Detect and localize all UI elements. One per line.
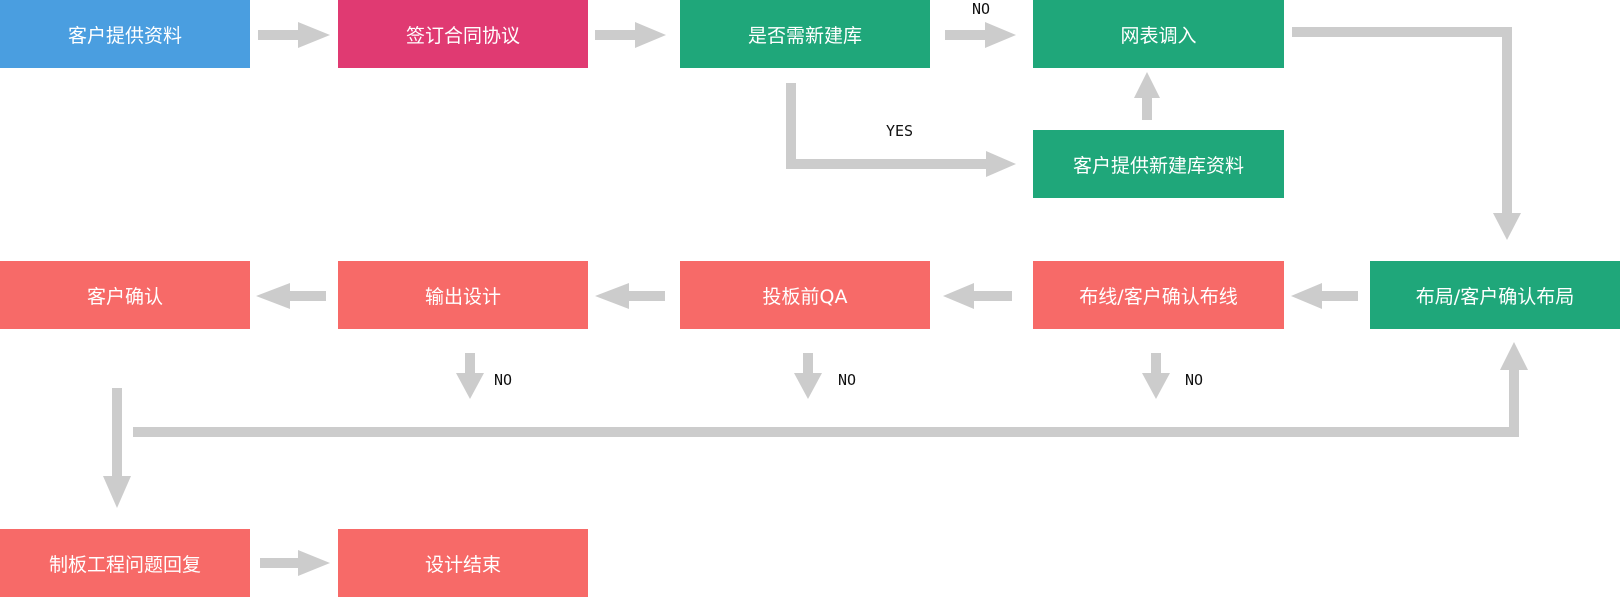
node-label: 布线/客户确认布线 [1079,285,1238,308]
node-label: 客户提供新建库资料 [1072,154,1244,177]
label-no-new-lib: NO [972,0,991,18]
node-layout-confirm: 布局/客户确认布局 [1370,261,1620,329]
node-output-design: 输出设计 [338,261,588,329]
arrow-output-no-down [456,353,484,399]
arrow-decision-no-to-netlist [945,22,1016,48]
arrow-return-to-layout [133,342,1528,437]
node-fab-reply: 制板工程问题回复 [0,529,250,597]
arrow-decision-yes-to-newlib [786,83,1016,177]
arrow-newlib-to-netlist [1134,72,1160,120]
arrow-fab-to-end [260,550,330,576]
node-label: 设计结束 [424,553,501,576]
node-need-new-lib: 是否需新建库 [680,0,930,68]
arrow-customer-to-contract [258,22,330,48]
node-label: 网表调入 [1120,24,1197,47]
label-no-routing: NO [1185,371,1204,389]
arrow-qa-to-output [595,283,665,309]
arrow-confirm-to-fab [103,388,131,508]
node-customer-new-lib-data: 客户提供新建库资料 [1033,130,1284,198]
node-label: 制板工程问题回复 [48,553,201,576]
arrow-contract-to-decision [595,22,666,48]
node-pre-board-qa: 投板前QA [680,261,930,329]
node-sign-contract: 签订合同协议 [338,0,588,68]
node-label: 签订合同协议 [405,24,520,47]
arrow-output-to-confirm [256,283,326,309]
node-label: 布局/客户确认布局 [1415,285,1575,308]
node-customer-data: 客户提供资料 [0,0,250,68]
arrow-qa-no-down [794,353,822,399]
node-routing-confirm: 布线/客户确认布线 [1033,261,1284,329]
arrow-layout-to-routing [1291,283,1358,309]
node-customer-confirm: 客户确认 [0,261,250,329]
node-label: 投板前QA [762,285,848,308]
node-label: 客户提供资料 [67,24,182,47]
arrow-routing-to-qa [943,283,1012,309]
label-no-output: NO [494,371,513,389]
node-netlist-import: 网表调入 [1033,0,1284,68]
node-label: 是否需新建库 [747,24,862,47]
label-yes-new-lib: YES [886,122,914,140]
node-label: 输出设计 [424,285,501,308]
arrow-netlist-to-layout [1292,27,1521,240]
arrow-routing-no-down [1142,353,1170,399]
label-no-qa: NO [838,371,857,389]
node-design-end: 设计结束 [338,529,588,597]
node-label: 客户确认 [86,285,163,308]
